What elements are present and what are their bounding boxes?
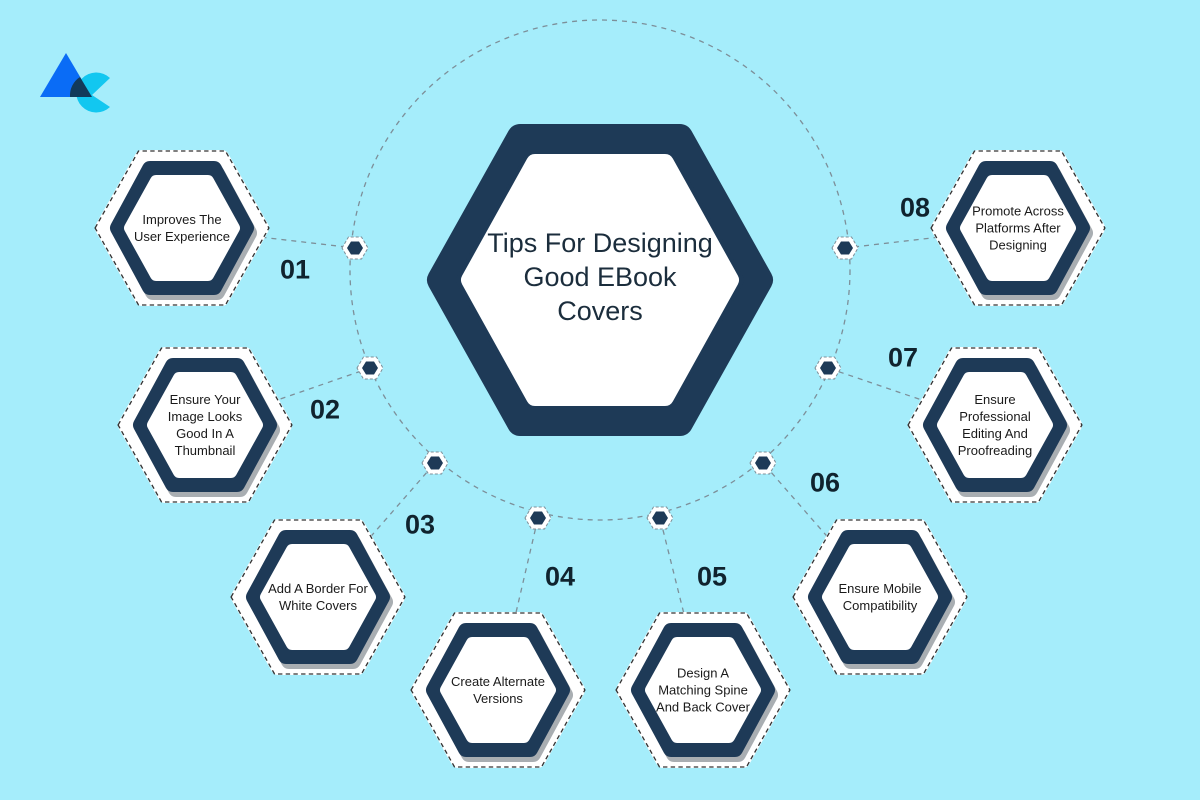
connector-node [814, 356, 842, 380]
tip-hexagon [907, 347, 1083, 503]
logo [40, 53, 110, 113]
tip-text: Promote Across Platforms After Designing [972, 203, 1064, 253]
connector-node [524, 506, 552, 530]
tip-text: Design A Matching Spine And Back Cover [656, 665, 750, 715]
connector-node [421, 451, 449, 475]
center-hexagon [427, 124, 773, 436]
tip-text: Ensure Your Image Looks Good In A Thumbn… [167, 392, 243, 458]
tip-text: Ensure Professional Editing And Proofrea… [957, 392, 1033, 458]
connector-node [646, 506, 674, 530]
tip-number: 05 [696, 561, 728, 592]
tip-number: 07 [887, 342, 919, 373]
page-title: Tips For Designing Good EBook Covers [487, 228, 713, 326]
tip-hexagon [615, 612, 791, 768]
tip-number: 01 [279, 254, 311, 285]
connector-node [356, 356, 384, 380]
tip-hexagon [930, 150, 1106, 306]
tip-number: 03 [404, 509, 436, 540]
tip-text: Add A Border For White Covers [268, 581, 368, 613]
tip-hexagon [792, 519, 968, 675]
connector-node [831, 236, 859, 260]
tip-number: 04 [544, 561, 576, 592]
tip-hexagon [117, 347, 293, 503]
orbit-circle [349, 19, 851, 521]
tip-hexagon [94, 150, 270, 306]
connector-node [749, 451, 777, 475]
tip-number: 08 [899, 192, 931, 223]
tip-text: Ensure Mobile Compatibility [838, 581, 922, 613]
tip-text: Improves The User Experience [133, 212, 231, 244]
connector-node [341, 236, 369, 260]
tip-number: 02 [309, 394, 341, 425]
tip-number: 06 [809, 467, 841, 498]
tip-hexagon [230, 519, 406, 675]
tip-hexagon [410, 612, 586, 768]
tip-text: Create Alternate Versions [451, 674, 545, 706]
